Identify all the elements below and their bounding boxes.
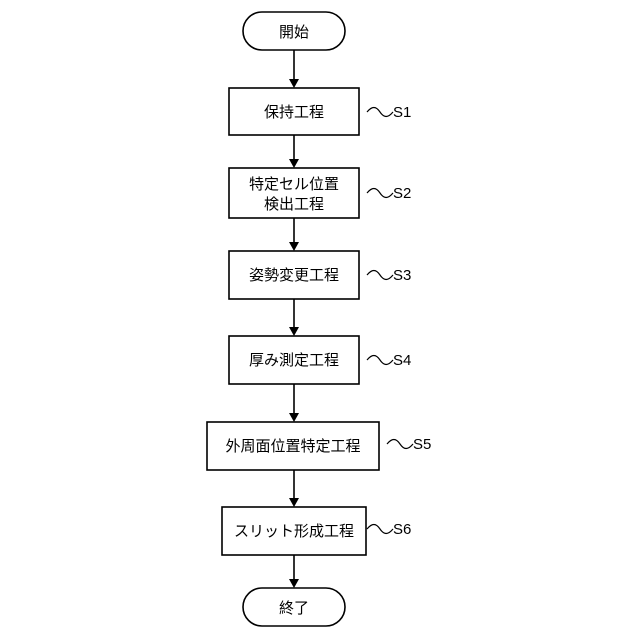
process-step-s3: 姿勢変更工程 S3	[229, 251, 411, 299]
step-id-s3: S3	[393, 267, 411, 284]
step-id-s2: S2	[393, 185, 411, 202]
process-step-s1: 保持工程 S1	[229, 88, 411, 135]
leader-line-s1	[367, 108, 393, 117]
step-id-s6: S6	[393, 521, 411, 538]
arrow-start-to-s1	[289, 50, 299, 88]
process-step-s5: 外周面位置特定工程 S5	[207, 422, 431, 470]
arrow-s4-to-s5	[289, 384, 299, 422]
leader-line-s4	[367, 356, 393, 365]
process-label-s2-line2: 検出工程	[264, 195, 324, 213]
leader-line-s3	[367, 271, 393, 280]
process-label-s1-line1: 保持工程	[264, 103, 324, 121]
arrow-s3-to-s4	[289, 299, 299, 336]
process-label-s6-line1: スリット形成工程	[234, 522, 354, 540]
leader-line-s6	[367, 525, 393, 534]
process-label-s2-line1: 特定セル位置	[249, 175, 339, 193]
process-step-s6: スリット形成工程 S6	[222, 507, 411, 555]
process-label-s4-line1: 厚み測定工程	[249, 351, 339, 369]
process-step-s4: 厚み測定工程 S4	[229, 336, 411, 384]
start-terminator-label: 開始	[279, 23, 309, 41]
process-label-s3-line1: 姿勢変更工程	[249, 266, 339, 284]
step-id-s4: S4	[393, 352, 411, 369]
process-step-s2: 特定セル位置 検出工程 S2	[229, 168, 411, 218]
arrow-s1-to-s2	[289, 135, 299, 168]
start-terminator: 開始	[243, 12, 345, 50]
arrow-s5-to-s6	[289, 470, 299, 507]
end-terminator-label: 終了	[279, 599, 309, 617]
step-id-s1: S1	[393, 104, 411, 121]
arrow-s2-to-s3	[289, 218, 299, 251]
leader-line-s2	[367, 189, 393, 198]
end-terminator: 終了	[243, 588, 345, 626]
step-id-s5: S5	[413, 436, 431, 453]
arrow-s6-to-end	[289, 555, 299, 588]
process-label-s5-line1: 外周面位置特定工程	[225, 437, 360, 455]
leader-line-s5	[387, 440, 413, 449]
